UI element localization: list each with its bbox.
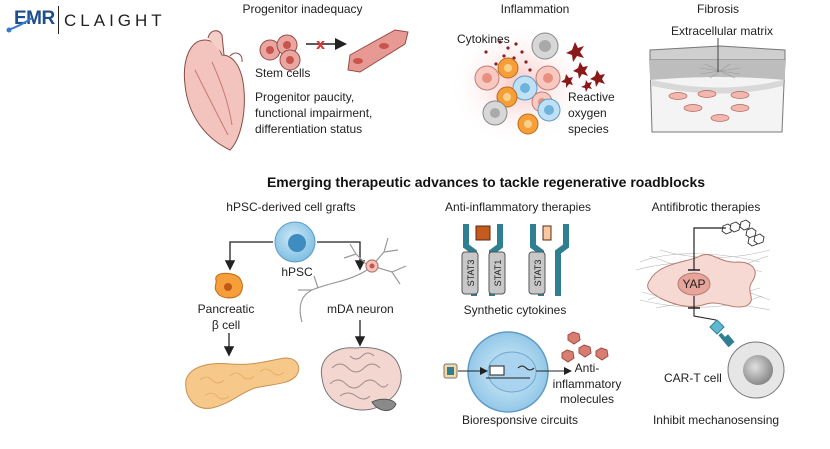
brain-illustration xyxy=(320,347,402,411)
car-receptor-illustration xyxy=(709,319,735,348)
pancreas-illustration xyxy=(185,357,300,409)
antifibrotic-title: Antifibrotic therapies xyxy=(651,200,761,214)
car-t-cell-label: CAR-T cell xyxy=(664,371,722,385)
yap-label: YAP xyxy=(682,277,706,291)
logo-claight-text: CLAIGHT xyxy=(64,11,166,30)
mda-neuron-label: mDA neuron xyxy=(327,302,394,316)
ros-line-2: oxygen xyxy=(568,106,607,120)
grafts-title: hPSC-derived cell grafts xyxy=(226,200,356,214)
stat-label-2: STAT3 xyxy=(533,260,543,287)
cardiomyocyte-illustration xyxy=(347,29,409,73)
inflammation-illustration xyxy=(448,23,605,147)
heart-illustration xyxy=(183,30,245,151)
arrow-to-neuron xyxy=(317,241,366,271)
arrow-to-beta-cell xyxy=(224,241,273,271)
stem-cells-label: Stem cells xyxy=(255,66,311,80)
molecules-line-2: inflammatory xyxy=(552,377,622,391)
synthetic-cytokines-label: Synthetic cytokines xyxy=(463,303,567,317)
anti-inflammatory-molecules-illustration xyxy=(561,331,609,363)
hpsc-label: hPSC xyxy=(281,265,313,279)
bioresponsive-circuits-label: Bioresponsive circuits xyxy=(461,413,579,427)
fibrosis-title: Fibrosis xyxy=(696,2,739,16)
blocked-x-mark: x xyxy=(316,37,325,53)
stat1-box xyxy=(488,251,506,295)
beta-cell-illustration xyxy=(214,272,243,299)
progenitor-desc-line-1: Progenitor paucity, xyxy=(255,90,355,104)
stem-cells-illustration xyxy=(259,34,301,71)
progenitor-desc-line-3: differentiation status xyxy=(255,122,363,136)
bioresponsive-circuit-illustration xyxy=(443,331,572,413)
ros-line-1: Reactive xyxy=(568,90,615,104)
inhibit-mechanosensing-label: Inhibit mechanosensing xyxy=(652,413,780,427)
stat-label-1: STAT1 xyxy=(493,260,503,287)
molecules-line-1: Anti- xyxy=(574,361,600,375)
fibrosis-illustration xyxy=(649,38,786,133)
pancreatic-label-line-1: Pancreatic xyxy=(197,302,255,316)
ros-line-3: species xyxy=(568,122,609,136)
logo-swoosh xyxy=(7,17,33,31)
section-heading: Emerging therapeutic advances to tackle … xyxy=(266,174,706,190)
molecules-line-3: molecules xyxy=(559,392,615,406)
stat3-box-right xyxy=(528,251,546,295)
neuron-illustration xyxy=(298,237,407,323)
inhibition-line-yap xyxy=(693,227,726,270)
stat-label-0: STAT3 xyxy=(466,260,476,287)
pancreatic-label-line-2: β cell xyxy=(211,318,241,332)
cytokines-label: Cytokines xyxy=(457,32,510,46)
extracellular-matrix-label: Extracellular matrix xyxy=(670,24,774,38)
stat3-box-left xyxy=(461,251,479,295)
inflammation-title: Inflammation xyxy=(500,2,570,16)
inhibitor-molecules-illustration xyxy=(721,219,765,247)
car-t-cell-illustration xyxy=(727,341,785,399)
logo-divider xyxy=(58,6,59,34)
fibroblast-illustration xyxy=(635,249,771,311)
hpsc-cell-illustration xyxy=(274,221,316,263)
antiinflammatory-title: Anti-inflammatory therapies xyxy=(444,200,592,214)
progenitor-title: Progenitor inadequacy xyxy=(242,2,363,16)
progenitor-desc-line-2: functional impairment, xyxy=(255,106,373,120)
